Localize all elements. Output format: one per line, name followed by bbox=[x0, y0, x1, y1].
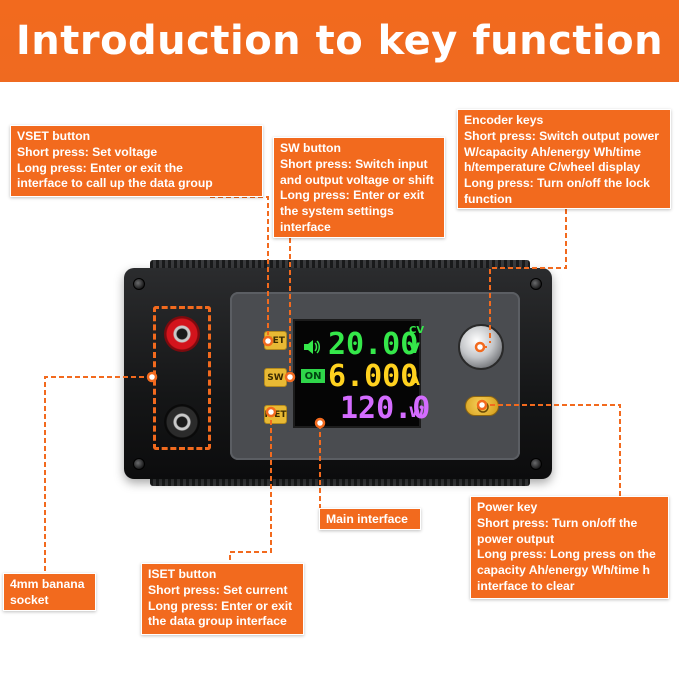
page-title: Introduction to key function bbox=[15, 18, 664, 64]
vset-callout: VSET button Short press: Set voltage Lon… bbox=[10, 125, 263, 197]
sw-callout: SW button Short press: Switch input and … bbox=[273, 137, 445, 238]
callout-line: the data group interface bbox=[148, 614, 287, 629]
iset-button[interactable]: ISET bbox=[264, 405, 287, 424]
callout-line: function bbox=[464, 191, 513, 206]
callout-line: W/capacity Ah/energy Wh/time bbox=[464, 144, 641, 159]
current-readout: 6.000 bbox=[328, 359, 419, 394]
power-icon bbox=[477, 400, 489, 413]
banana-socket-callout: 4mm banana socket bbox=[3, 573, 96, 611]
screw-icon bbox=[133, 458, 145, 470]
callout-line: Short press: Set current bbox=[148, 582, 288, 597]
callout-line: Long press: Turn on/off the lock bbox=[464, 176, 650, 191]
current-unit: A bbox=[409, 373, 420, 389]
encoder-callout: Encoder keys Short press: Switch output … bbox=[457, 109, 671, 209]
callout-line: Short press: Switch input bbox=[280, 156, 428, 171]
callout-line: Long press: Long press on the bbox=[477, 547, 656, 562]
callout-line: socket bbox=[10, 592, 49, 607]
screw-icon bbox=[530, 458, 542, 470]
callout-line: interface to call up the data group bbox=[17, 176, 213, 191]
sw-button[interactable]: SW bbox=[264, 368, 287, 387]
header-banner: Introduction to key function bbox=[0, 0, 679, 82]
callout-line: Short press: Switch output power bbox=[464, 128, 660, 143]
callout-line: Short press: Set voltage bbox=[17, 144, 158, 159]
callout-title: Main interface bbox=[326, 512, 408, 526]
callout-title: ISET button bbox=[148, 567, 217, 581]
callout-line: h/temperature C/wheel display bbox=[464, 160, 641, 175]
rotary-knob-icon[interactable] bbox=[458, 324, 504, 370]
voltage-readout: 20.00 bbox=[328, 327, 419, 362]
main-interface-callout: Main interface bbox=[319, 508, 421, 530]
speaker-icon bbox=[304, 340, 320, 354]
output-status-badge: ON bbox=[301, 369, 325, 383]
red-banana-socket[interactable] bbox=[164, 316, 200, 352]
screw-icon bbox=[530, 278, 542, 290]
callout-title: 4mm banana bbox=[10, 577, 85, 591]
callout-line: interface to clear bbox=[477, 578, 575, 593]
power-button[interactable] bbox=[465, 396, 499, 416]
callout-line: Short press: Turn on/off the bbox=[477, 515, 638, 530]
vset-button[interactable]: SET bbox=[264, 331, 287, 350]
callout-line: the system settings bbox=[280, 204, 394, 219]
callout-line: interface bbox=[280, 219, 331, 234]
screw-icon bbox=[133, 278, 145, 290]
callout-title: Power key bbox=[477, 500, 538, 514]
power-callout: Power key Short press: Turn on/off the p… bbox=[470, 496, 669, 599]
callout-line: capacity Ah/energy Wh/time h bbox=[477, 563, 650, 578]
callout-title: VSET button bbox=[17, 129, 91, 143]
callout-line: Long press: Enter or exit bbox=[148, 598, 293, 613]
main-display: 20.00 CV V ON 6.000 A 120.0 W bbox=[293, 319, 430, 428]
callout-line: power output bbox=[477, 531, 555, 546]
cv-indicator: CV bbox=[409, 325, 425, 336]
callout-line: and output voltage or shift bbox=[280, 172, 434, 187]
voltage-unit: V bbox=[409, 341, 420, 357]
callout-line: Long press: Enter or exit bbox=[280, 188, 425, 203]
callout-title: SW button bbox=[280, 141, 341, 155]
callout-line: Long press: Enter or exit the bbox=[17, 160, 183, 175]
callout-title: Encoder keys bbox=[464, 113, 544, 127]
iset-callout: ISET button Short press: Set current Lon… bbox=[141, 563, 304, 635]
power-readout: 120.0 bbox=[340, 391, 431, 426]
power-unit: W bbox=[409, 405, 425, 421]
black-banana-socket[interactable] bbox=[164, 404, 200, 440]
